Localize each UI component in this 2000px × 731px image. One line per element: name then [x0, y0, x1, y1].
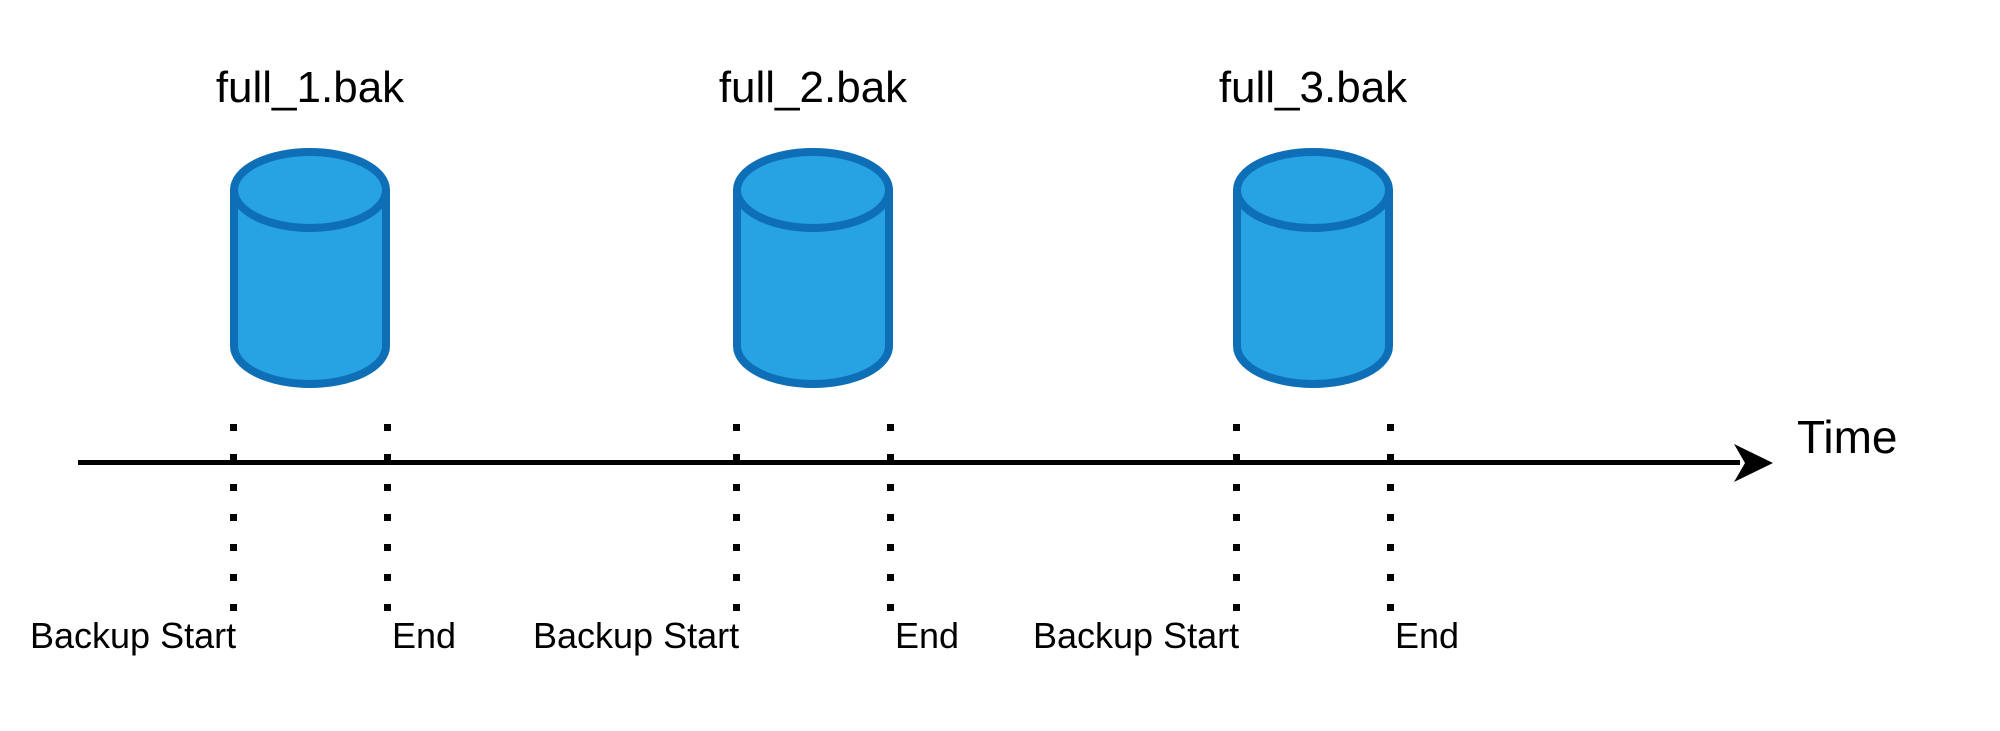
backup-start-line [733, 424, 740, 615]
backup-start-label: Backup Start [30, 615, 237, 656]
backup-group-1: full_1.bak Backup Start End [30, 0, 510, 731]
backup-file-label: full_3.bak [1218, 63, 1408, 112]
backup-end-label: End [895, 615, 960, 656]
backup-end-line [887, 424, 894, 615]
database-cylinder-icon [230, 148, 390, 388]
database-cylinder-icon [1233, 148, 1393, 388]
backup-end-label: End [1395, 615, 1460, 656]
backup-start-line [230, 424, 237, 615]
backup-file-label: full_1.bak [215, 63, 405, 112]
timeline-axis-line [78, 460, 1740, 465]
backup-start-label: Backup Start [533, 615, 740, 656]
arrow-right-icon [1734, 444, 1773, 482]
backup-start-line [1233, 424, 1240, 615]
database-cylinder-icon [733, 148, 893, 388]
backup-group-3: full_3.bak Backup Start End [1033, 0, 1513, 731]
time-axis-label: Time [1797, 411, 1898, 463]
backup-file-label: full_2.bak [718, 63, 908, 112]
backup-group-2: full_2.bak Backup Start End [533, 0, 1013, 731]
backup-end-line [1387, 424, 1394, 615]
backup-end-line [384, 424, 391, 615]
backup-end-label: End [392, 615, 457, 656]
backup-start-label: Backup Start [1033, 615, 1240, 656]
